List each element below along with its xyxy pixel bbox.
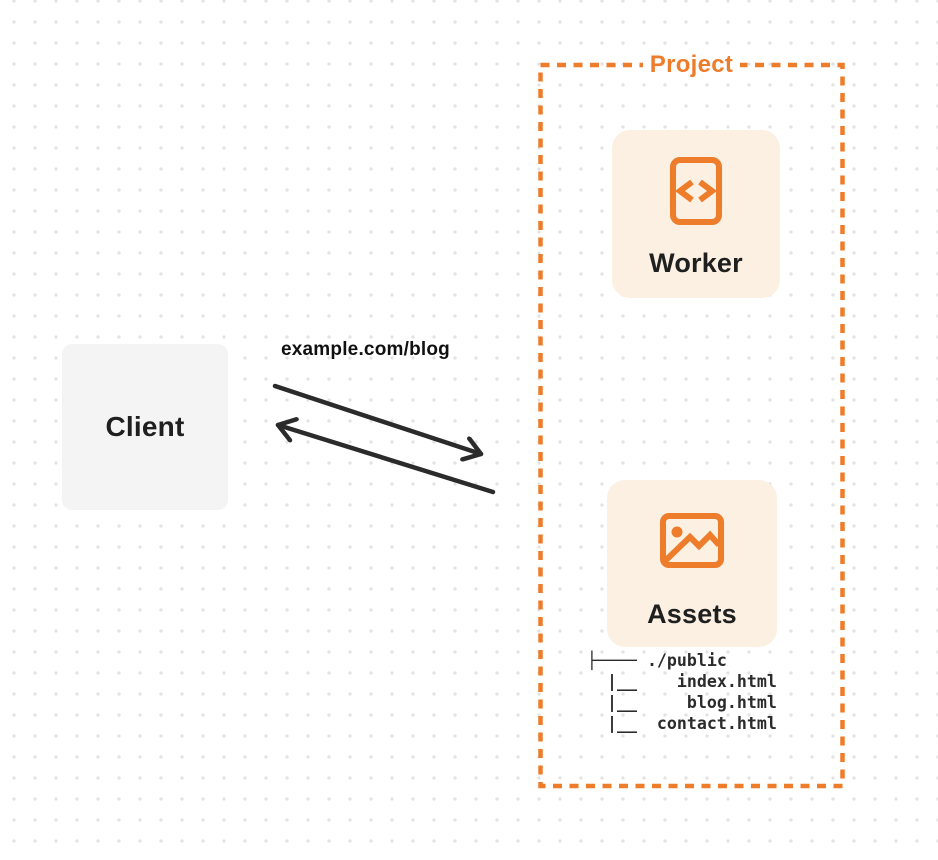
project-label-wrap: Project [541, 50, 842, 80]
assets-label: Assets [647, 599, 737, 629]
image-icon [660, 513, 724, 568]
assets-file-tree: ├──── ./public |__ index.html |__ blog.h… [587, 651, 777, 733]
assets-node: Assets [607, 480, 777, 647]
worker-node: Worker [612, 130, 780, 298]
code-file-icon [670, 157, 722, 225]
project-label: Project [642, 50, 741, 80]
request-arrow [272, 383, 484, 454]
response-arrow [275, 425, 496, 495]
worker-label: Worker [649, 248, 743, 278]
client-node: Client [62, 344, 228, 510]
client-label: Client [105, 411, 185, 442]
request-url-label: example.com/blog [281, 339, 450, 360]
